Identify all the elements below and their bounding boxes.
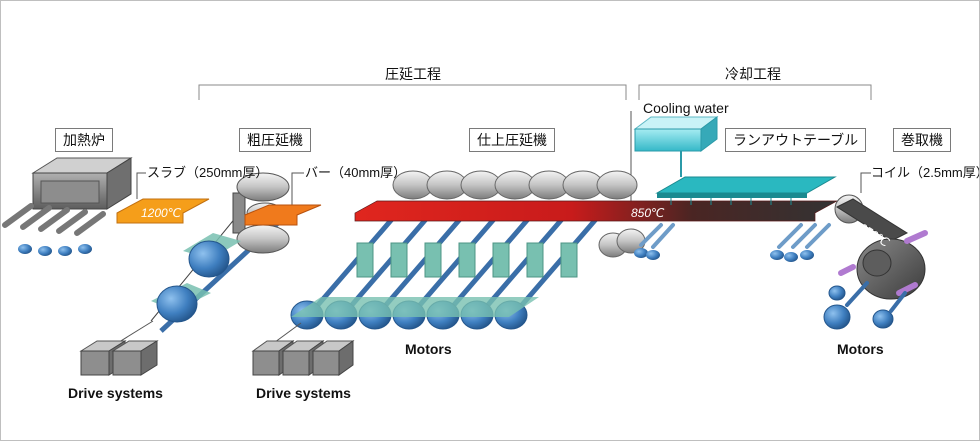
bar-leader bbox=[291, 172, 304, 206]
runout-table-header bbox=[655, 176, 837, 205]
reheating-furnace bbox=[2, 157, 133, 256]
slab-callout: スラブ（250mm厚） bbox=[147, 165, 269, 180]
cooling-bracket bbox=[638, 84, 872, 100]
coil-leader bbox=[860, 172, 871, 193]
rolling-process-label: 圧延工程 bbox=[385, 66, 441, 82]
drive-systems-right bbox=[251, 322, 355, 376]
bar-callout: バー（40mm厚） bbox=[305, 165, 407, 180]
coiler-label: 巻取機 bbox=[893, 128, 951, 152]
rougher-label: 粗圧延機 bbox=[239, 128, 311, 152]
down-coiler bbox=[823, 194, 928, 330]
roughing-mill bbox=[150, 172, 322, 333]
furnace-exit-temperature: 1200℃ bbox=[141, 206, 182, 220]
runout-table-label: ランアウトテーブル bbox=[725, 128, 867, 152]
finisher-exit-temperature: 850℃ bbox=[631, 206, 665, 220]
slab-leader bbox=[136, 172, 146, 199]
furnace-label: 加熱炉 bbox=[55, 128, 113, 152]
cooling-water-label: Cooling water bbox=[643, 100, 729, 116]
finishing-mill bbox=[290, 170, 838, 330]
coil-callout: コイル（2.5mm厚） bbox=[871, 165, 980, 180]
cooling-process-label: 冷却工程 bbox=[725, 66, 781, 82]
motors-label-right: Motors bbox=[837, 341, 884, 357]
cooling-water-tank bbox=[633, 116, 719, 177]
steel-strip bbox=[354, 200, 838, 222]
slab bbox=[116, 198, 210, 224]
finisher-label: 仕上圧延機 bbox=[469, 128, 555, 152]
motors-label-left: Motors bbox=[405, 341, 452, 357]
drive-systems-left bbox=[79, 320, 159, 376]
rolling-bracket bbox=[198, 84, 627, 100]
runout-rolls bbox=[634, 223, 831, 262]
drive-systems-label-left: Drive systems bbox=[68, 385, 163, 401]
drive-systems-label-right: Drive systems bbox=[256, 385, 351, 401]
